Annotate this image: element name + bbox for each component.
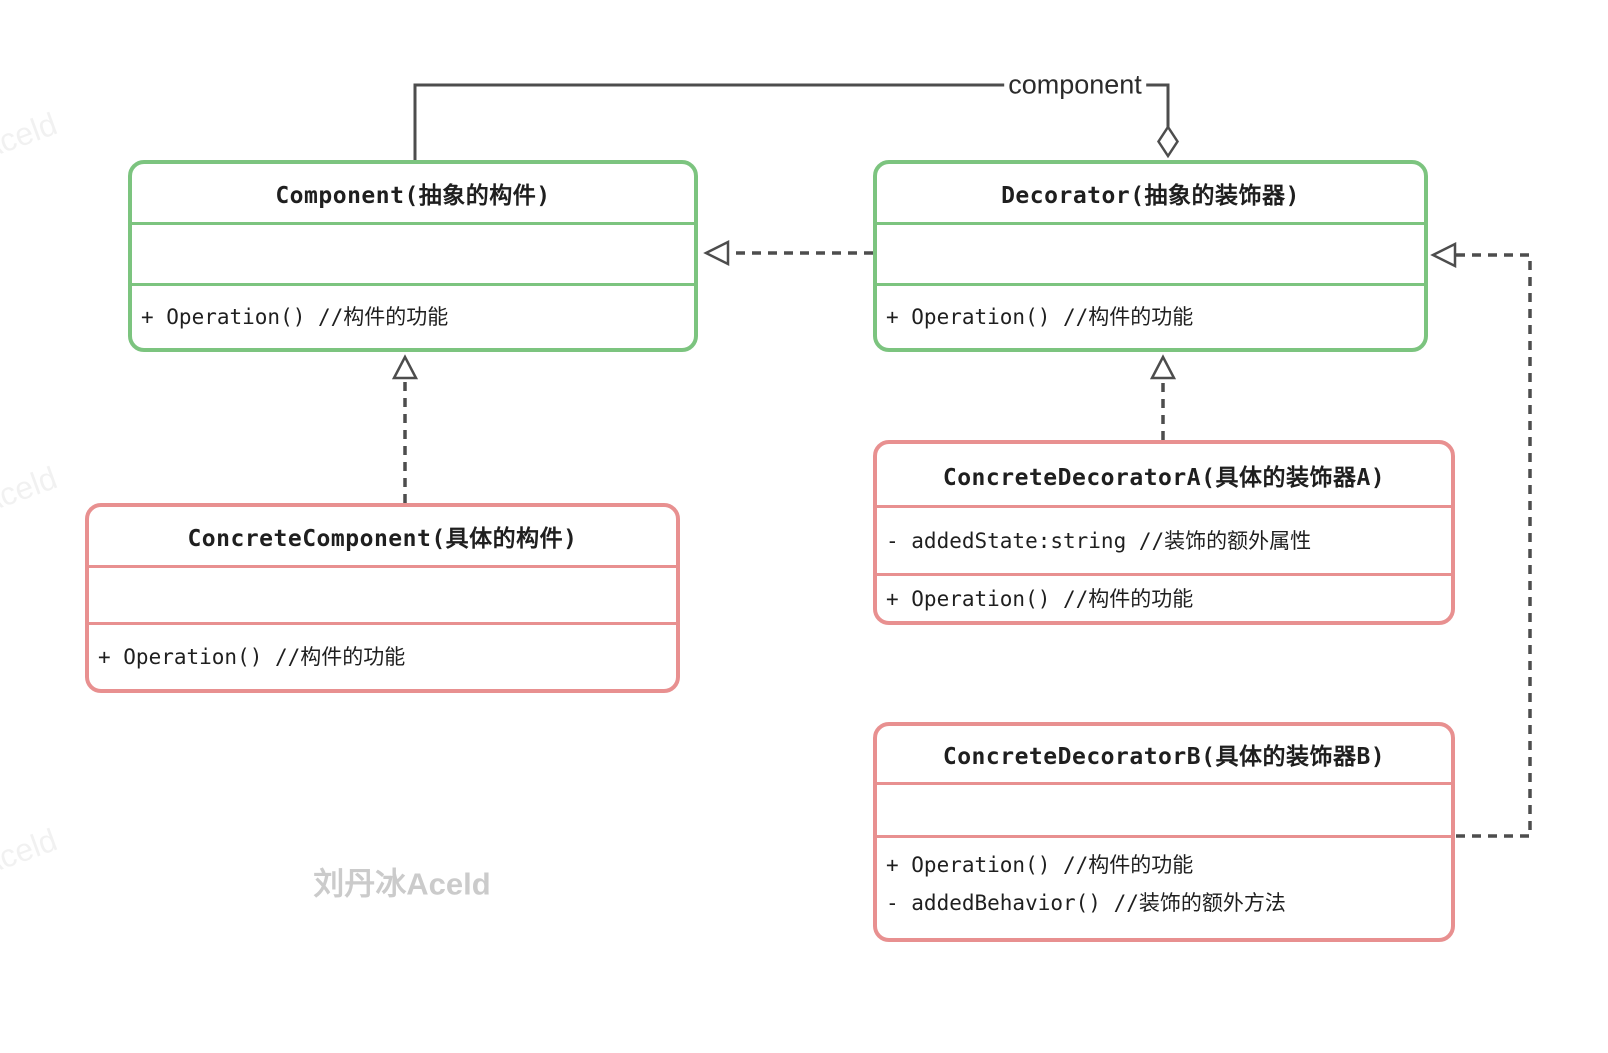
class-title-concrete-decorator-a: ConcreteDecoratorA(具体的装饰器A) — [942, 464, 1386, 491]
corner-watermark: Aceld — [0, 105, 62, 167]
realization-concretedecoratorb-to-decorator-line — [1456, 253, 1532, 838]
aggregation-label: component — [1004, 69, 1146, 101]
class-box-component: Component(抽象的构件) + Operation() //构件的功能 — [128, 160, 698, 352]
class-title-decorator: Decorator(抽象的装饰器) — [1001, 183, 1300, 209]
class-box-decorator: Decorator(抽象的装饰器) + Operation() //构件的功能 — [873, 160, 1428, 352]
class-methods-section-component: + Operation() //构件的功能 — [132, 283, 694, 348]
class-box-concrete-component: ConcreteComponent(具体的构件) + Operation() /… — [85, 503, 680, 693]
class-attributes-section-decorator — [877, 222, 1424, 283]
class-title-component: Component(抽象的构件) — [275, 183, 551, 209]
class-method-row: + Operation() //构件的功能 — [98, 645, 406, 669]
class-attributes-section-concrete-component — [89, 565, 676, 622]
class-methods-section-concrete-decorator-b: + Operation() //构件的功能 - addedBehavior() … — [877, 835, 1451, 938]
realization-concretecomponent-to-component-arrowhead-icon — [391, 354, 419, 380]
class-box-concrete-decorator-b: ConcreteDecoratorB(具体的装饰器B) + Operation(… — [873, 722, 1455, 942]
corner-watermark: Aceld — [0, 821, 62, 883]
class-method-row: + Operation() //构件的功能 — [886, 586, 1194, 611]
class-method-row: + Operation() //构件的功能 — [886, 853, 1194, 877]
class-methods-section-concrete-decorator-a: + Operation() //构件的功能 — [877, 573, 1451, 621]
class-methods-section-decorator: + Operation() //构件的功能 — [877, 283, 1424, 348]
realization-concretedecoratora-to-decorator-arrowhead-icon — [1149, 354, 1177, 380]
class-box-concrete-decorator-a: ConcreteDecoratorA(具体的装饰器A) - addedState… — [873, 440, 1455, 625]
class-attribute-row: - addedState:string //装饰的额外属性 — [886, 528, 1312, 553]
corner-watermark: Aceld — [0, 459, 62, 521]
class-method-row: - addedBehavior() //装饰的额外方法 — [886, 891, 1286, 915]
aggregation-diamond-icon — [1157, 124, 1179, 159]
class-methods-section-concrete-component: + Operation() //构件的功能 — [89, 622, 676, 689]
realization-decorator-to-component-arrowhead-icon — [703, 239, 730, 267]
class-attributes-section-concrete-decorator-a: - addedState:string //装饰的额外属性 — [877, 505, 1451, 573]
class-title-concrete-decorator-b: ConcreteDecoratorB(具体的装饰器B) — [942, 744, 1386, 770]
realization-concretedecoratorb-to-decorator-arrowhead-icon — [1430, 241, 1457, 269]
class-attributes-section-concrete-decorator-b — [877, 782, 1451, 835]
class-method-row: + Operation() //构件的功能 — [886, 305, 1194, 329]
class-title-concrete-component: ConcreteComponent(具体的构件) — [187, 526, 578, 552]
class-method-row: + Operation() //构件的功能 — [141, 305, 449, 329]
class-attributes-section-component — [132, 222, 694, 283]
signature-watermark: 刘丹冰Aceld — [313, 866, 491, 902]
